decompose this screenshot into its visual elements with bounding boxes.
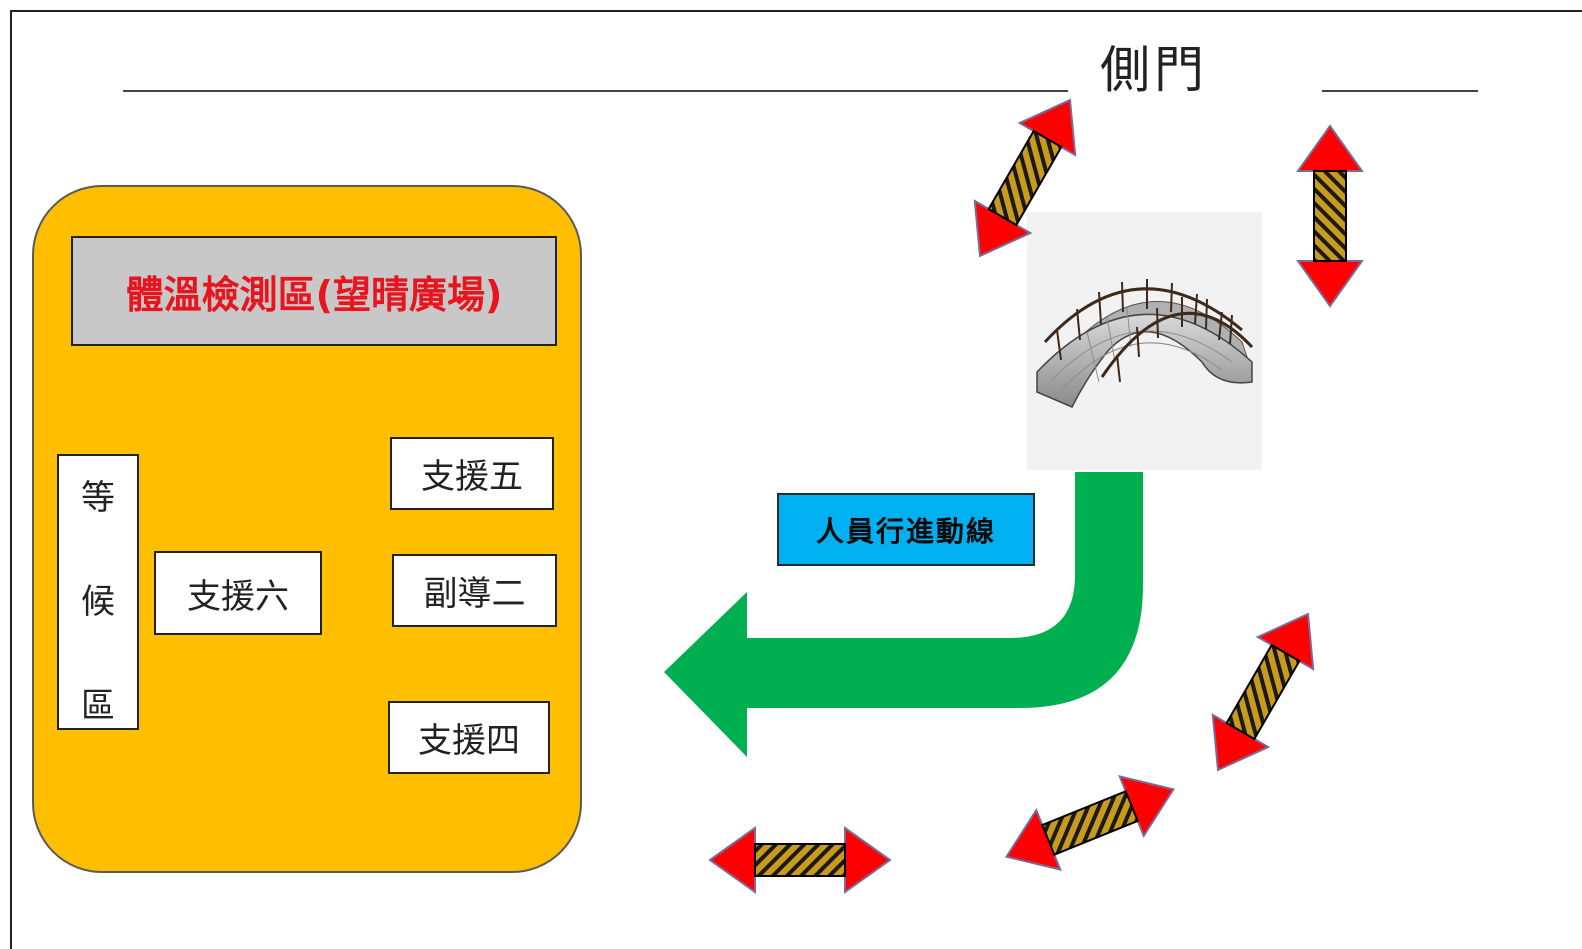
flow-arrow bbox=[664, 472, 1143, 757]
zone-title: 體溫檢測區(望晴廣場) bbox=[71, 236, 557, 346]
double-arrow-barrier-icon bbox=[709, 827, 891, 893]
side-gate-label: 側門 bbox=[1100, 41, 1208, 99]
station-support-six: 支援六 bbox=[154, 551, 322, 635]
flow-label: 人員行進動線 bbox=[777, 493, 1035, 566]
station-support-four: 支援四 bbox=[388, 701, 550, 774]
waiting-area-char: 等 bbox=[81, 478, 115, 518]
diagram-frame bbox=[10, 10, 1582, 949]
waiting-area-box: 等 候 區 bbox=[57, 454, 139, 730]
station-assistant-two: 副導二 bbox=[392, 554, 557, 627]
station-support-five: 支援五 bbox=[390, 437, 554, 510]
waiting-area-char: 候 bbox=[81, 582, 115, 622]
waiting-area-char: 區 bbox=[81, 686, 115, 726]
double-arrow-barrier-icon bbox=[1189, 597, 1337, 787]
top-wall-line-right bbox=[1322, 90, 1478, 92]
double-arrow-barrier-icon bbox=[951, 83, 1099, 273]
bridge-icon bbox=[1027, 212, 1262, 470]
double-arrow-barrier-icon bbox=[993, 758, 1187, 888]
double-arrow-barrier-icon bbox=[1297, 125, 1363, 307]
top-wall-line-left bbox=[123, 90, 1068, 92]
